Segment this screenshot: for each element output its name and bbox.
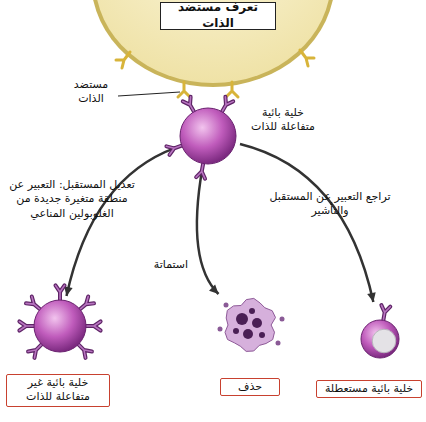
arrow-head [209,285,218,294]
cell-node: خلية بائية متفاعلة للذات [176,104,240,168]
nuclear-fragment [249,308,255,314]
cell-shape [215,294,285,356]
apoptotic-body [218,327,223,332]
nuclear-fragment [259,332,265,338]
receptor-outline [80,296,94,309]
b-cell-receptor [381,305,390,320]
apoptotic-cell [225,298,276,351]
receptor-outline [381,305,390,320]
nuclear-fragment [236,313,248,325]
receptor-outline [166,146,181,155]
part-label: مستضد الذات [62,78,120,107]
arrow-label: تعديل المستقبل: التعبير عن منطقة متغيرة … [6,178,138,221]
anergic-nucleus [372,329,396,353]
arrow-head [367,292,376,302]
receptor-outline [78,344,92,358]
receptor-outline [19,321,34,330]
cell-shape [30,296,90,356]
outcome-label: حذف [220,378,280,396]
receptor-outline [55,285,64,300]
apoptotic-body [280,317,285,322]
b-cell-receptor [28,344,42,358]
receptor-outline [183,97,194,112]
receptor-outline [26,296,40,309]
self-antigen [178,82,190,97]
b-cell-receptor [86,321,101,330]
leader-line [118,92,180,96]
title-text: تعرف مستضد الذات [161,0,275,31]
b-cell-body [180,108,236,164]
nuclear-fragment [252,318,262,328]
cell-shape [348,302,412,364]
curved-arrow [240,144,373,302]
self-antigen [300,50,314,66]
arrow-label: تراجع التعبير عن المستقبل والتأشير [268,190,392,219]
arrow-head [64,286,73,296]
b-cell-receptor [80,296,94,309]
b-cell-receptor [166,146,181,155]
cell-label: خلية بائية متفاعلة للذات [248,106,318,135]
self-antigen [116,52,130,68]
apc-membrane [91,0,335,87]
title-box: تعرف مستضد الذات [160,2,276,30]
b-cell-receptor [196,164,205,179]
curved-arrow [66,148,176,296]
b-cell-receptor [55,285,64,300]
b-cell-body [361,320,399,358]
receptor-outline [222,97,233,112]
receptor-outline [28,344,42,358]
receptor-outline [86,321,101,330]
b-cell-body [34,300,86,352]
b-cell-receptor [19,321,34,330]
b-cell-receptor [26,296,40,309]
curved-arrow [197,168,219,294]
nuclear-fragment [233,328,239,334]
apoptotic-body [276,341,281,346]
outcome-label: خلية بائية مستعطلة [316,380,422,398]
arrow-label: استماتة [146,258,196,272]
cell-node: حذف [215,294,285,356]
b-cell-receptor [78,344,92,358]
self-antigen [226,82,238,97]
b-cell-receptor [222,97,233,112]
cell-shape [176,104,240,168]
cell-node: خلية بائية غير متفاعلة للذات [30,296,90,356]
cell-node: خلية بائية مستعطلة [348,302,412,364]
apoptotic-body [224,303,229,308]
b-cell-receptor [183,97,194,112]
self-antigen-symbols [116,50,314,97]
receptor-outline [196,164,205,179]
antigen-presenting-cell [95,0,331,83]
nuclear-fragment [243,329,253,339]
outcome-label: خلية بائية غير متفاعلة للذات [6,374,110,407]
